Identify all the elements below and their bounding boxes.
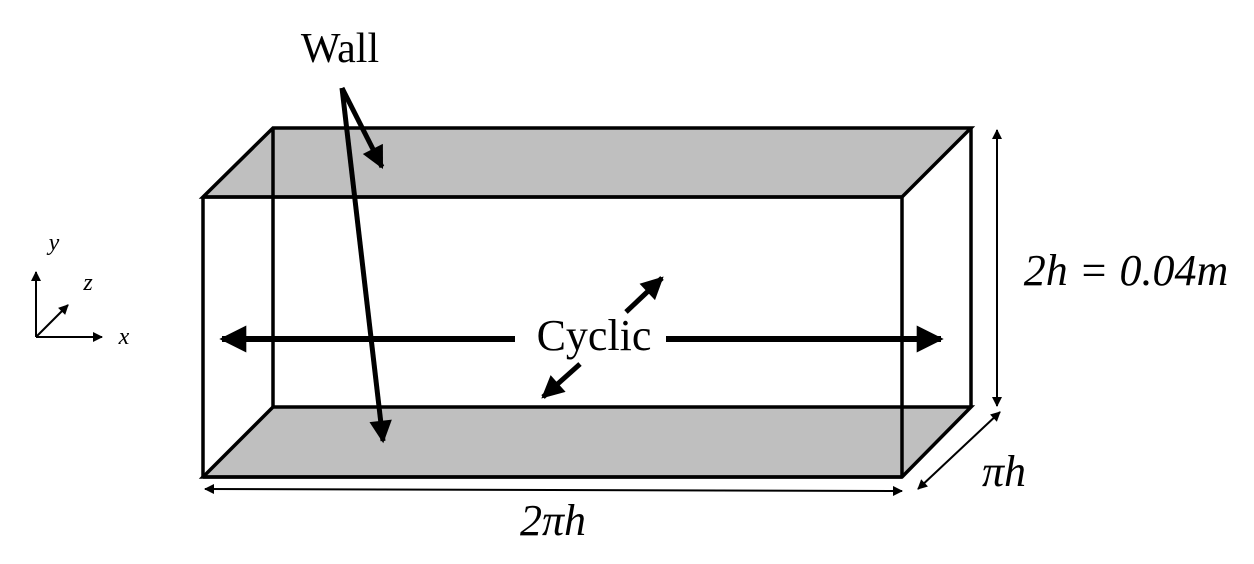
cyclic-arrow-back: [624, 276, 664, 314]
cyclic-arrows: [219, 276, 944, 399]
wall-arrow-bottom: [339, 87, 392, 444]
height-label: 2h = 0.04m: [1024, 246, 1228, 295]
y-axis-label: y: [47, 230, 60, 256]
width-dimension-arrow: [917, 411, 1001, 490]
wall-label: Wall: [301, 26, 379, 72]
width-label: πh: [982, 447, 1026, 496]
coordinate-axes: y x z: [31, 230, 130, 350]
cyclic-arrow-front: [541, 362, 582, 399]
wall-arrow-top: [339, 86, 385, 170]
length-label: 2πh: [520, 496, 586, 545]
bottom-wall-face: [198, 405, 976, 479]
wall-arrows: [339, 86, 392, 444]
box-edges: [201, 128, 973, 479]
top-wall-face: [198, 126, 976, 199]
z-axis-label: z: [82, 270, 93, 296]
x-axis-label: x: [118, 324, 130, 350]
length-dimension-arrow: [204, 484, 903, 496]
z-axis-arrow: [35, 304, 69, 338]
cyclic-label: Cyclic: [537, 311, 652, 360]
